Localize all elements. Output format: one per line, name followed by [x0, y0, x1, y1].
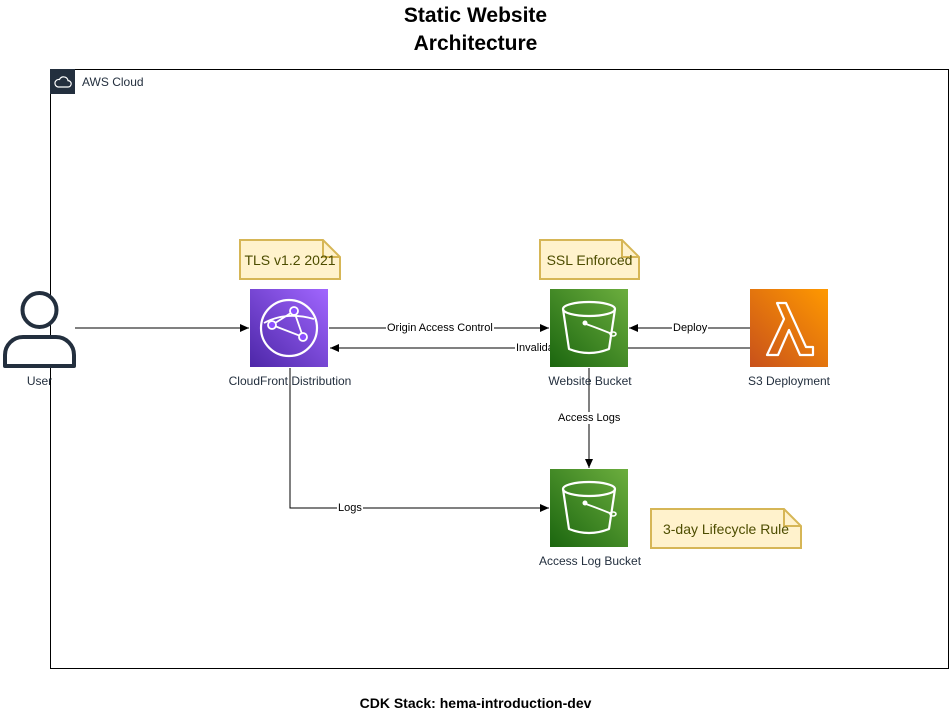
cloud-icon — [50, 69, 75, 94]
s3-deployment-node — [750, 289, 828, 367]
footer-caption: CDK Stack: hema-introduction-dev — [0, 695, 951, 711]
s3-bucket-icon — [561, 480, 617, 535]
note-ssl-text: SSL Enforced — [546, 251, 633, 268]
s3-deployment-label: S3 Deployment — [747, 374, 831, 388]
cloudfront-label: CloudFront Distribution — [228, 374, 352, 388]
user-icon — [3, 291, 76, 368]
edge-label-logs: Logs — [337, 502, 363, 514]
note-tls: TLS v1.2 2021 — [239, 239, 341, 280]
note-ssl: SSL Enforced — [539, 239, 640, 280]
website-bucket-node — [550, 289, 628, 367]
note-lifecycle: 3-day Lifecycle Rule — [650, 508, 802, 549]
user-label: User — [26, 374, 53, 388]
user-node — [3, 289, 76, 368]
title-line-2: Architecture — [413, 32, 538, 55]
edge-logs — [289, 368, 549, 512]
note-lifecycle-text: 3-day Lifecycle Rule — [662, 520, 790, 537]
website-bucket-label: Website Bucket — [548, 374, 632, 388]
access-log-bucket-node — [550, 469, 628, 547]
title-line-1: Static Website — [403, 4, 548, 27]
lambda-icon — [765, 301, 815, 357]
edge-label-origin-access: Origin Access Control — [386, 322, 494, 334]
access-log-bucket-label: Access Log Bucket — [538, 554, 642, 568]
footer-text: CDK Stack: hema-introduction-dev — [359, 695, 592, 711]
aws-cloud-label: AWS Cloud — [82, 75, 144, 89]
edge-label-access-logs: Access Logs — [557, 412, 622, 424]
aws-cloud-group — [50, 69, 949, 669]
diagram-title: Static Website Architecture — [0, 2, 951, 58]
cloudfront-node — [250, 289, 328, 367]
cloudfront-icon — [259, 298, 319, 358]
note-tls-text: TLS v1.2 2021 — [244, 251, 336, 268]
s3-bucket-icon — [561, 300, 617, 355]
edge-label-deploy: Deploy — [672, 322, 709, 334]
